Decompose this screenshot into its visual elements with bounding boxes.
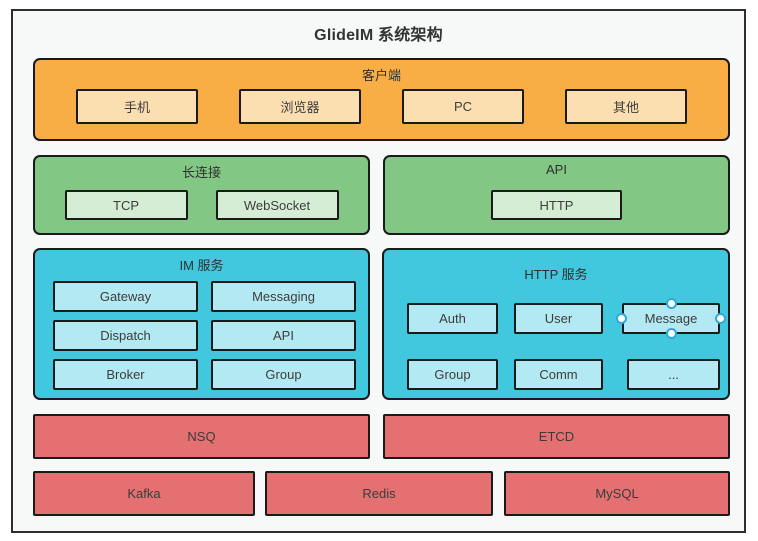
group-client-label: 客户端	[361, 68, 401, 83]
shape-client-other[interactable]: 其他	[565, 89, 687, 124]
shape-client-browser[interactable]: 浏览器	[239, 89, 361, 124]
shape-im-broker[interactable]: Broker	[53, 359, 198, 390]
shape-im-group[interactable]: Group	[211, 359, 356, 390]
shape-im-dispatch[interactable]: Dispatch	[53, 320, 198, 351]
shape-http-message[interactable]: Message	[616, 298, 726, 339]
shape-http-more[interactable]: ...	[627, 359, 720, 390]
shape-client-phone[interactable]: 手机	[76, 89, 198, 124]
group-long-connection-label: 长连接	[181, 165, 221, 180]
shape-nsq[interactable]: NSQ	[33, 414, 370, 459]
long-connection-items-row: TCP WebSocket	[35, 190, 368, 220]
shape-kafka[interactable]: Kafka	[33, 471, 255, 516]
shape-http-group[interactable]: Group	[407, 359, 498, 390]
group-http-service[interactable]: HTTP 服务 Auth User Message Group Comm ...	[382, 248, 730, 400]
im-service-grid: Gateway Messaging Dispatch API Broker Gr…	[53, 281, 356, 390]
selection-handle-right[interactable]	[715, 313, 726, 324]
shape-http-message-label: Message	[644, 311, 698, 326]
shape-websocket[interactable]: WebSocket	[215, 190, 339, 220]
client-items-row: 手机 浏览器 PC 其他	[35, 89, 728, 124]
selection-handle-top[interactable]	[665, 298, 677, 309]
group-long-connection[interactable]: 长连接 TCP WebSocket	[33, 155, 370, 235]
group-api-label: API	[546, 162, 567, 177]
shape-http-auth[interactable]: Auth	[407, 303, 498, 334]
group-im-service-label: IM 服务	[179, 258, 224, 273]
shape-tcp[interactable]: TCP	[64, 190, 188, 220]
shape-im-messaging[interactable]: Messaging	[211, 281, 356, 312]
selection-handle-left[interactable]	[616, 313, 627, 324]
shape-etcd[interactable]: ETCD	[383, 414, 730, 459]
shape-http[interactable]: HTTP	[491, 190, 622, 220]
shape-im-api[interactable]: API	[211, 320, 356, 351]
shape-redis[interactable]: Redis	[265, 471, 493, 516]
shape-http-comm[interactable]: Comm	[514, 359, 603, 390]
diagram-frame: GlideIM 系统架构 客户端 手机 浏览器 PC 其他 长连接 TCP We…	[11, 9, 746, 533]
group-http-service-label: HTTP 服务	[524, 267, 588, 282]
group-api[interactable]: API HTTP	[383, 155, 730, 235]
group-client[interactable]: 客户端 手机 浏览器 PC 其他	[33, 58, 730, 141]
shape-mysql[interactable]: MySQL	[504, 471, 730, 516]
shape-client-pc[interactable]: PC	[402, 89, 524, 124]
shape-http-user[interactable]: User	[514, 303, 603, 334]
group-im-service[interactable]: IM 服务 Gateway Messaging Dispatch API Bro…	[33, 248, 370, 400]
shape-im-gateway[interactable]: Gateway	[53, 281, 198, 312]
diagram-title: GlideIM 系统架构	[314, 27, 443, 44]
api-items-row: HTTP	[385, 190, 728, 220]
selection-handle-bottom[interactable]	[665, 328, 677, 339]
